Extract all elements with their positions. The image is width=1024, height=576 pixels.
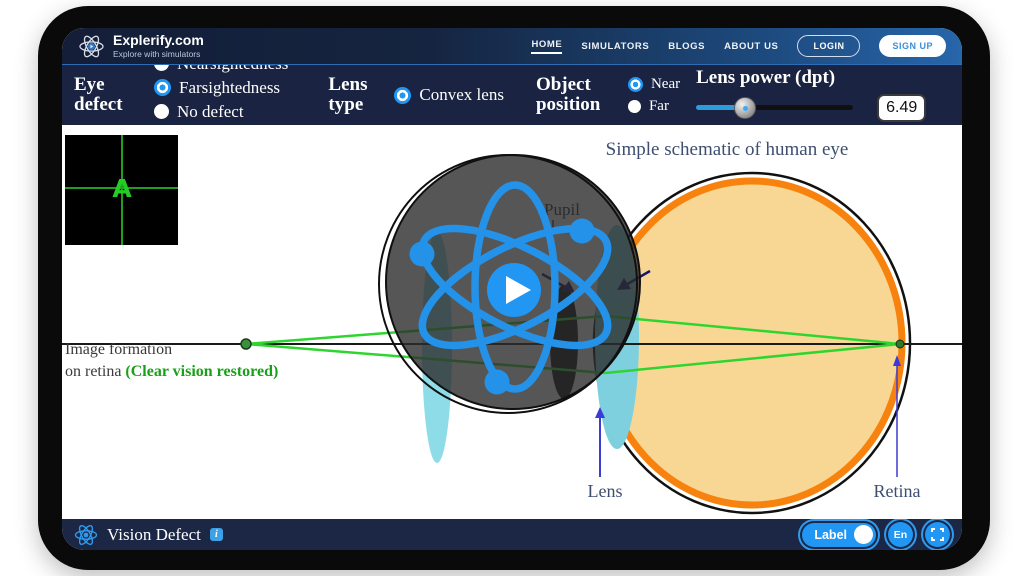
lens-type-label: Lens type [328,74,368,115]
info-icon[interactable]: i [209,528,223,541]
lens-power-row: 6.49 [696,93,927,122]
radio-near[interactable] [627,76,643,92]
label-toggle-knob[interactable] [854,525,873,544]
navbar: Explerify.com Explore with simulators HO… [62,28,962,65]
fullscreen-icon [931,528,944,541]
option-near[interactable]: Near [627,76,680,93]
nav-link-about-us[interactable]: ABOUT US [724,40,779,52]
lens-power-group: Lens power (dpt) 6.49 [696,67,927,122]
slider-track[interactable] [696,105,854,111]
app-screen: Explerify.com Explore with simulators HO… [62,28,962,550]
brand-text: Explerify.com Explore with simulators [113,32,204,59]
preview-letter: A [112,174,132,203]
eye-defect-options: Nearsightedness Farsightedness No defect [154,65,288,122]
label-toggle-text: Label [814,527,847,542]
option-farsightedness[interactable]: Farsightedness [154,78,288,98]
brand-tagline: Explore with simulators [113,48,201,59]
slider-thumb[interactable] [733,96,756,119]
option-nearsightedness[interactable]: Nearsightedness [154,65,288,74]
radio-nearsightedness[interactable] [154,65,169,71]
object-point[interactable] [240,338,252,350]
controls-bar: Eye defect Nearsightedness Farsightednes… [62,65,962,125]
atom-play-logo [409,181,612,395]
electron-dot [569,218,595,244]
sim-atom-icon [74,524,98,545]
nav-links: HOME SIMULATORS BLOGS ABOUT US LOGIN SIG… [531,35,946,57]
object-position-options: Near Far [627,76,680,115]
image-point [895,339,905,349]
radio-convex-lens[interactable] [394,86,412,104]
brand[interactable]: Explerify.com Explore with simulators [78,32,204,60]
eye-defect-label: Eye defect [74,74,123,115]
option-convex-lens[interactable]: Convex lens [394,85,504,105]
nav-link-home[interactable]: HOME [531,39,563,54]
play-icon [506,276,531,304]
bottom-bar-actions: Label En [802,522,950,547]
video-play-overlay[interactable] [378,154,641,414]
nav-link-blogs[interactable]: BLOGS [668,40,706,52]
eye-defect-group: Eye defect Nearsightedness Farsightednes… [74,65,288,122]
electron-dot [409,241,435,267]
login-button[interactable]: LOGIN [797,35,861,57]
tablet-frame: Explerify.com Explore with simulators HO… [38,6,990,570]
simulator-title: Vision Defect [107,524,201,544]
option-far[interactable]: Far [627,98,680,115]
brand-name: Explerify.com [113,32,204,49]
electron-dot [484,369,510,395]
retina-preview: A [65,135,178,245]
lens-power-slider[interactable] [696,96,854,119]
radio-no-defect[interactable] [154,104,169,119]
bottom-bar: Vision Defect i Label En [62,519,962,550]
fullscreen-button[interactable] [925,522,950,547]
brand-atom-icon [79,35,104,57]
preview-caption: Image formation on retina (Clear vision … [65,341,279,381]
radio-farsightedness[interactable] [154,79,171,96]
object-position-group: Object position Near Far [536,75,680,115]
retina-label: Retina [874,481,921,501]
label-toggle[interactable]: Label [802,522,876,547]
caption-highlight: (Clear vision restored) [125,363,279,381]
lens-power-label: Lens power (dpt) [696,67,836,89]
lens-power-value[interactable]: 6.49 [877,93,927,122]
signup-button[interactable]: SIGN UP [879,35,946,57]
schematic-title: Simple schematic of human eye [606,139,849,160]
radio-far[interactable] [627,99,641,113]
language-button[interactable]: En [888,522,913,547]
simulation-canvas: Simple schematic of human eye Pupil Lens… [62,125,962,519]
retina-preview-graphic: A [65,135,178,245]
lens-label: Lens [588,481,623,501]
option-no-defect[interactable]: No defect [154,102,288,122]
object-position-label: Object position [535,74,601,115]
lens-type-group: Lens type Convex lens [328,75,504,115]
nav-link-simulators[interactable]: SIMULATORS [581,40,650,52]
